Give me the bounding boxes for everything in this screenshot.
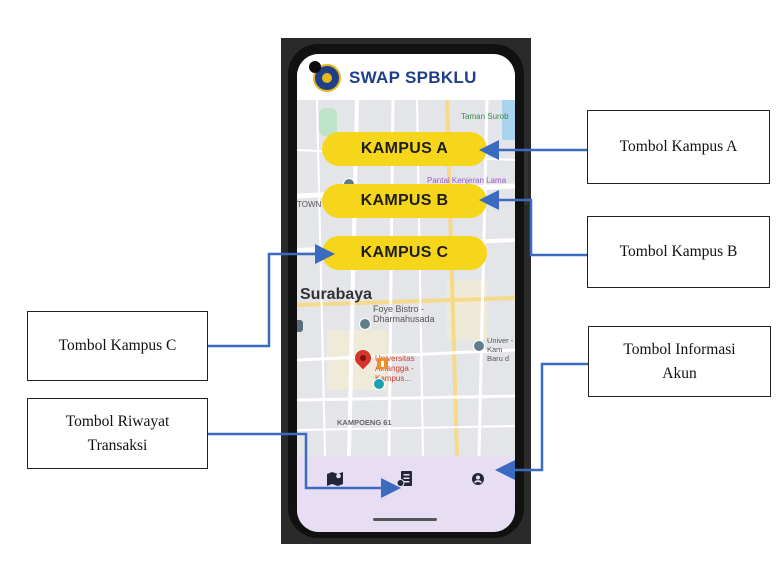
kampus-a-button[interactable]: KAMPUS A xyxy=(322,132,487,166)
callout-kampus-b: Tombol Kampus B xyxy=(587,216,770,288)
map-label-restaurant: Foye Bistro - Dharmahusada xyxy=(373,304,435,324)
kampus-b-button[interactable]: KAMPUS B xyxy=(322,184,487,218)
map-icon[interactable] xyxy=(326,470,344,488)
callout-kampus-a: Tombol Kampus A xyxy=(587,110,770,184)
bookmark-poi-icon[interactable] xyxy=(373,378,385,390)
callout-kampus-c: Tombol Kampus C xyxy=(27,311,208,381)
account-icon[interactable] xyxy=(469,470,487,488)
map-label-kampoeng: KAMPOENG 61 xyxy=(337,418,392,427)
map-label-university-right: Univer - Kam Baru d xyxy=(487,336,514,363)
app-title: SWAP SPBKLU xyxy=(349,68,477,87)
app-header: SWAP SPBKLU xyxy=(297,54,515,100)
map-label-beach: Pantai Kenjeran Lama xyxy=(427,176,507,185)
arrow-riwayat xyxy=(208,432,401,498)
poi-icon[interactable] xyxy=(473,340,485,352)
home-indicator[interactable] xyxy=(373,518,437,521)
map-side-handle[interactable] xyxy=(297,320,303,332)
callout-riwayat-transaksi: Tombol Riwayat Transaksi xyxy=(27,398,208,469)
arrow-kampus-b xyxy=(479,190,587,257)
bottom-navigation xyxy=(297,456,515,532)
poi-icon[interactable] xyxy=(359,318,371,330)
arrow-akun xyxy=(495,362,588,480)
restaurant-icon[interactable]: ▮ xyxy=(377,358,388,369)
map-label-town: TOWN xyxy=(297,200,322,209)
phone-screen: SWAP SPBKLU Taman Surob Pantai Kenjeran … xyxy=(297,54,515,532)
phone-side-button xyxy=(524,150,528,206)
map-label-university: Universitas Airlangga - Kampus... xyxy=(375,354,415,383)
map-label-city: Surabaya xyxy=(300,286,373,303)
kampus-c-button[interactable]: KAMPUS C xyxy=(322,236,487,270)
front-camera xyxy=(309,61,321,73)
callout-informasi-akun: Tombol Informasi Akun xyxy=(588,326,771,397)
arrow-kampus-c xyxy=(208,244,335,348)
map-label-park: Taman Surob xyxy=(461,112,509,121)
